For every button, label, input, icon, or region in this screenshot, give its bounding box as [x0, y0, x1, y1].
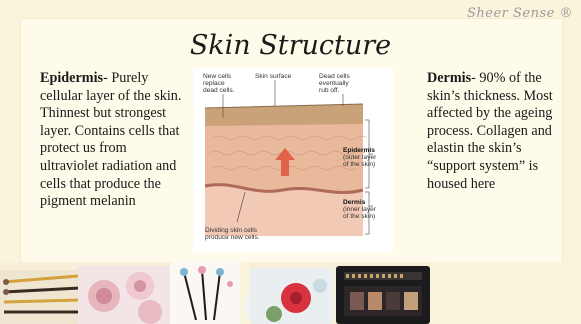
label-skin-surface: Skin surface: [255, 73, 292, 80]
label-dead-cells-1: Dead cells: [319, 73, 350, 80]
epidermis-description: Epidermis- Purely cellular layer of the …: [40, 70, 186, 211]
label-dividing-cells-1: Dividing skin cells: [205, 227, 258, 234]
label-dividing-cells-2: produce new cells.: [205, 234, 260, 241]
label-dermis-2: (inner layer: [343, 206, 377, 213]
skin-cross-section-diagram: New cells replace dead cells. Skin surfa…: [193, 68, 393, 253]
decorative-photo-strip: [0, 262, 581, 324]
flower-brushes-image: [170, 262, 240, 324]
label-new-cells-1: New cells: [203, 73, 232, 80]
skin-diagram-svg: New cells replace dead cells. Skin surfa…: [193, 68, 393, 253]
label-new-cells-3: dead cells.: [203, 87, 235, 94]
slide-title: Skin Structure: [0, 30, 581, 61]
makeup-kit-image: [336, 266, 430, 324]
label-epidermis-1: Epidermis: [343, 147, 375, 154]
label-dead-cells-2: eventually: [319, 80, 349, 87]
epidermis-heading: Epidermis: [40, 70, 103, 86]
makeup-brushes-image: [0, 270, 80, 324]
label-dermis-3: of the skin): [343, 213, 375, 220]
roses-image: [78, 266, 170, 324]
label-dermis-1: Dermis: [343, 199, 366, 206]
red-flowers-image: [250, 268, 334, 324]
label-epidermis-3: of the skin): [343, 161, 375, 168]
brand-logo: Sheer Sense ®: [467, 6, 573, 21]
dermis-heading: Dermis: [427, 70, 471, 86]
label-new-cells-2: replace: [203, 80, 225, 87]
dermis-body: - 90% of the skin’s thickness. Most affe…: [427, 70, 553, 192]
label-dead-cells-3: rub off.: [319, 87, 340, 94]
label-epidermis-2: (outer layer: [343, 154, 377, 161]
dermis-description: Dermis- 90% of the skin’s thickness. Mos…: [427, 70, 567, 193]
epidermis-body: - Purely cellular layer of the skin. Thi…: [40, 70, 181, 209]
